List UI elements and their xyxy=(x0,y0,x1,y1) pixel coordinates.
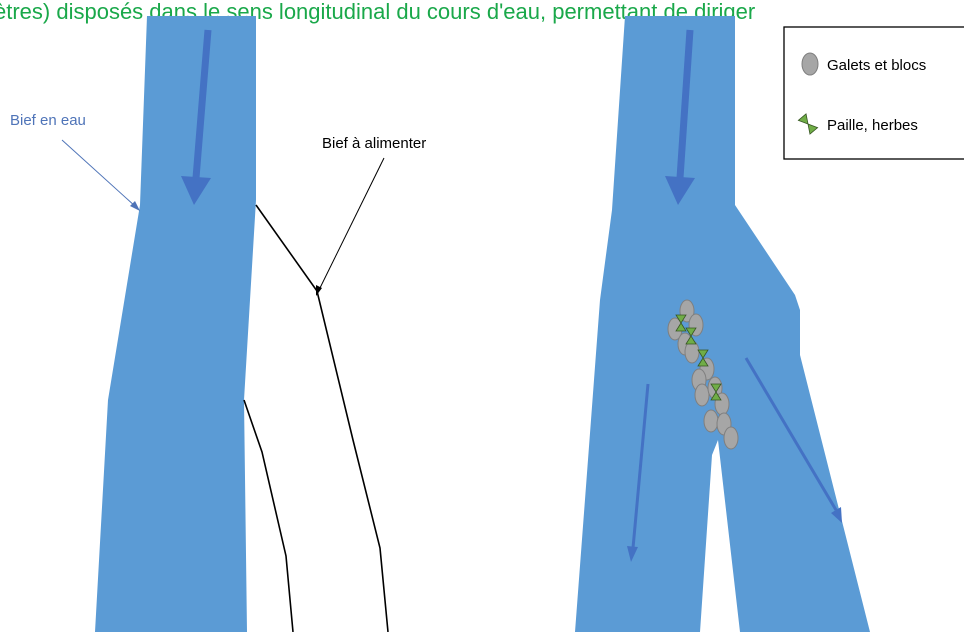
legend-label-paille: Paille, herbes xyxy=(827,117,918,134)
pebble xyxy=(724,427,738,449)
pebble xyxy=(695,384,709,406)
dry-bief-outline-left xyxy=(244,400,293,632)
left-water-channel xyxy=(95,16,256,632)
leader-bief-a-alimenter xyxy=(316,158,384,296)
legend-box: Galets et blocs Paille, herbes xyxy=(784,27,964,159)
legend-label-galets: Galets et blocs xyxy=(827,57,926,74)
pebble-icon xyxy=(802,53,818,75)
pebble xyxy=(704,410,718,432)
label-bief-en-eau: Bief en eau xyxy=(10,112,86,129)
left-panel: Bief en eau Bief à alimenter xyxy=(10,16,426,632)
leader-bief-en-eau xyxy=(62,140,140,211)
label-bief-a-alimenter: Bief à alimenter xyxy=(322,135,426,152)
dry-bief-outline-right xyxy=(256,205,388,632)
